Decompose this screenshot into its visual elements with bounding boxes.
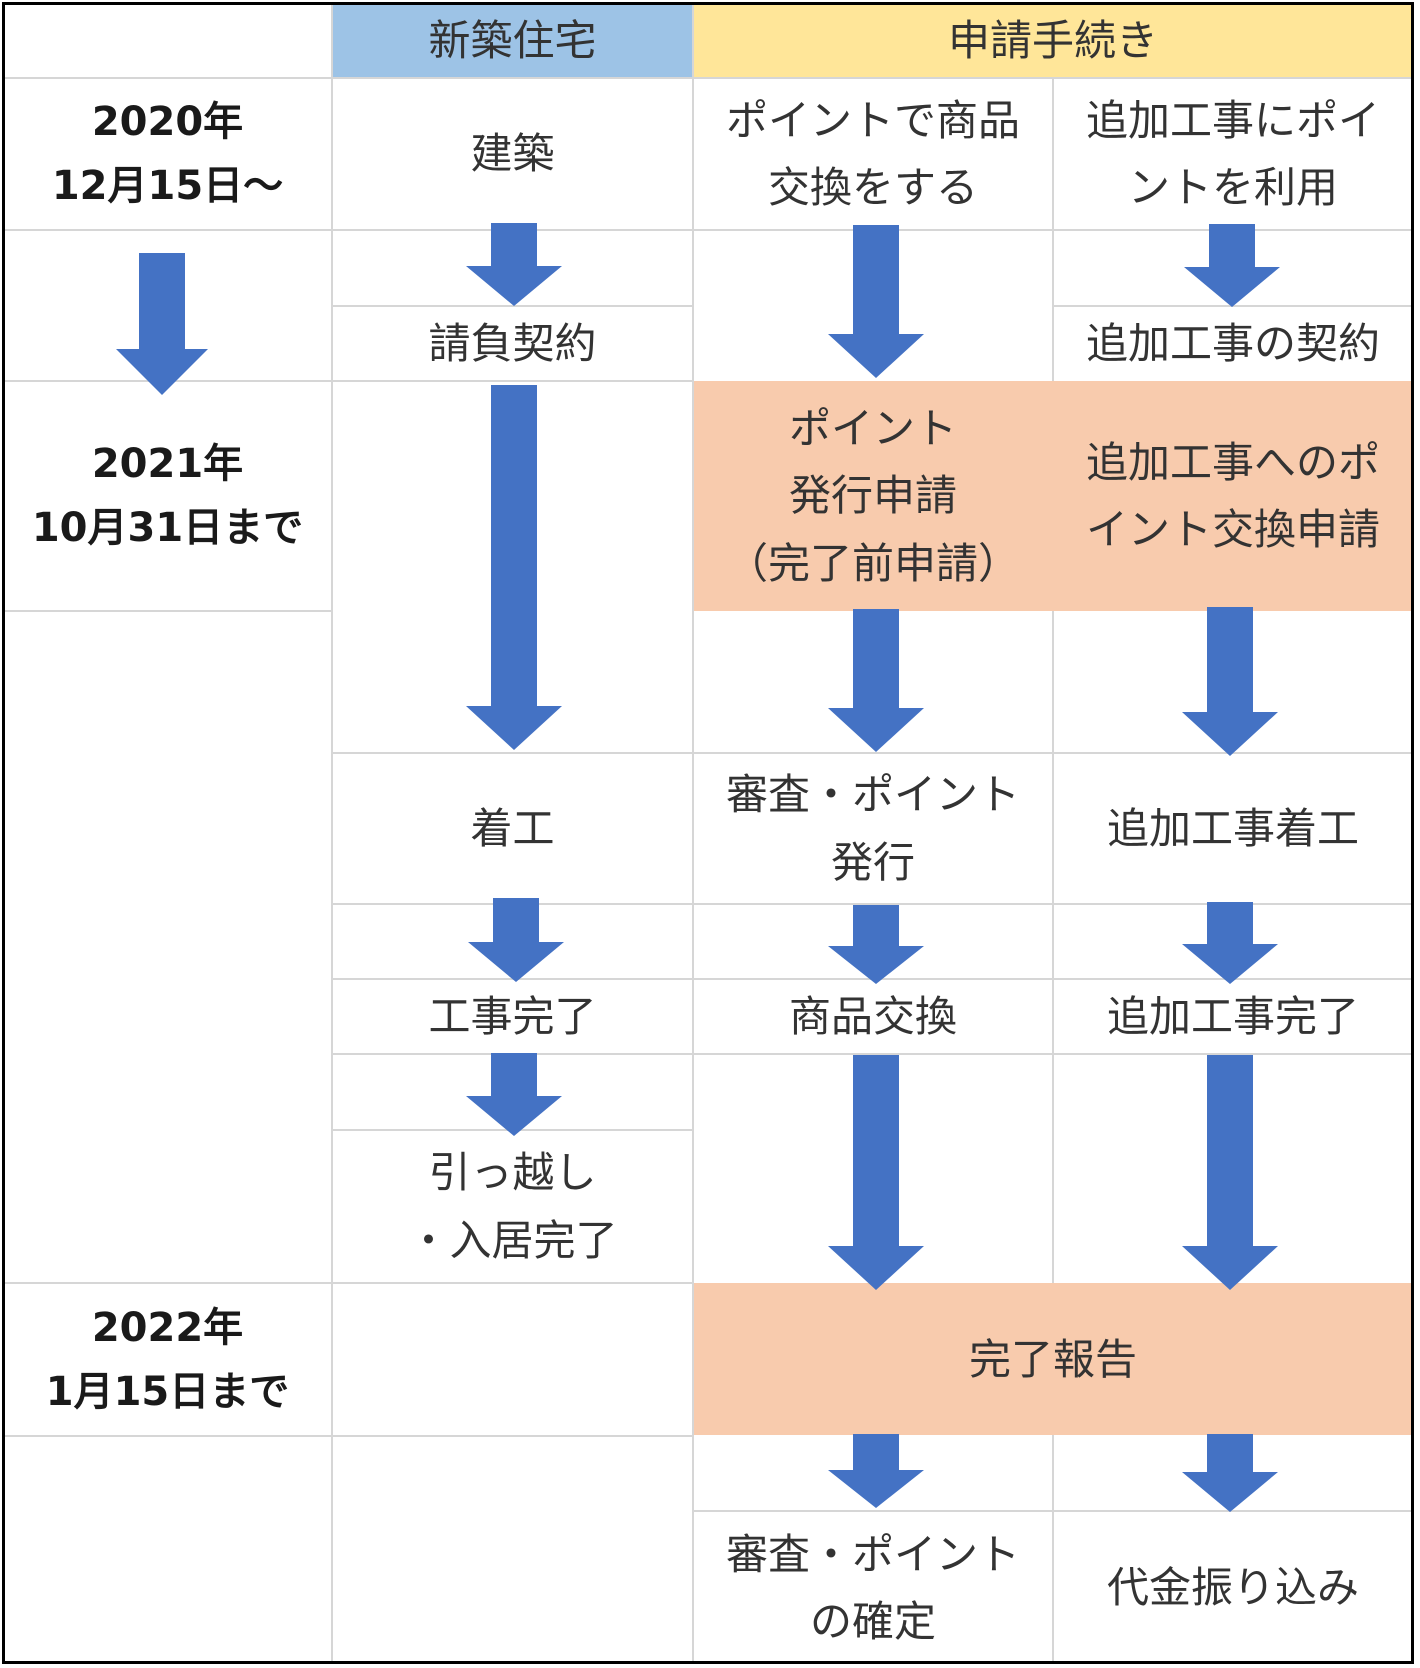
arrow-down-icon <box>1182 1434 1278 1512</box>
grid-line <box>694 1510 1412 1512</box>
new-housing-contract: 請負契約 <box>428 318 597 368</box>
additional-work-contract: 追加工事の契約 <box>1085 318 1380 368</box>
period-end: 2022年 1月15日まで <box>45 1304 290 1415</box>
product-exchange-exchange: 商品交換 <box>788 991 957 1041</box>
grid-line <box>333 752 1412 754</box>
arrow-down-icon <box>828 225 924 378</box>
arrow-down-icon <box>466 1053 562 1136</box>
grid-line <box>4 77 1412 79</box>
additional-work-payment: 代金振り込み <box>1106 1563 1359 1613</box>
arrow-down-icon <box>466 385 562 750</box>
grid-line <box>4 229 1412 231</box>
product-exchange-confirm: 審査・ポイント の確定 <box>725 1529 1020 1646</box>
grid-line <box>1052 611 1054 1283</box>
grid-line <box>4 1435 694 1437</box>
arrow-down-icon <box>828 609 924 752</box>
arrow-down-icon <box>1184 224 1280 307</box>
new-housing-start-work: 着工 <box>470 803 555 853</box>
grid-line <box>1052 1435 1054 1664</box>
arrow-down-icon <box>116 253 208 395</box>
header-procedures: 申請手続き <box>947 16 1158 66</box>
header-procedures-bg <box>694 4 1412 78</box>
grid-line <box>4 380 694 382</box>
arrow-down-icon <box>468 898 564 982</box>
completion-report-bg <box>694 1283 1412 1435</box>
arrow-down-icon <box>828 905 924 984</box>
additional-work-title: 追加工事にポイ ントを利用 <box>1085 95 1380 212</box>
grid-line <box>4 610 332 612</box>
arrow-down-icon <box>1182 607 1278 756</box>
product-exchange-review: 審査・ポイント 発行 <box>725 770 1020 887</box>
period-start: 2020年 12月15日〜 <box>51 99 284 209</box>
header-new-housing: 新築住宅 <box>428 16 597 66</box>
grid-line <box>331 4 333 1664</box>
grid-line <box>4 1282 694 1284</box>
completion-report: 完了報告 <box>968 1334 1137 1384</box>
arrow-down-icon <box>1182 1055 1278 1290</box>
arrow-down-icon <box>466 223 562 306</box>
grid-line <box>333 305 692 307</box>
additional-work-start-work: 追加工事着工 <box>1106 803 1359 853</box>
additional-work-apply: 追加工事へのポ イント交換申請 <box>1085 437 1380 554</box>
arrow-down-icon <box>1182 902 1278 984</box>
apply-highlight-bg <box>694 381 1412 611</box>
grid-line <box>333 1053 1412 1055</box>
arrow-down-icon <box>828 1434 924 1508</box>
arrow-down-icon <box>828 1055 924 1290</box>
new-housing-move-in: 引っ越し ・入居完了 <box>407 1148 618 1265</box>
period-mid: 2021年 10月31日まで <box>31 441 304 551</box>
additional-work-complete: 追加工事完了 <box>1106 991 1359 1041</box>
grid-line <box>333 903 1412 905</box>
grid-line <box>692 4 694 1664</box>
header-new-housing-bg <box>333 4 694 78</box>
product-exchange-title: ポイントで商品 交換をする <box>725 95 1020 212</box>
new-housing-complete: 工事完了 <box>428 991 597 1041</box>
product-exchange-apply: ポイント 発行申請 （完了前申請） <box>725 404 1020 588</box>
new-housing-build: 建築 <box>470 129 555 179</box>
